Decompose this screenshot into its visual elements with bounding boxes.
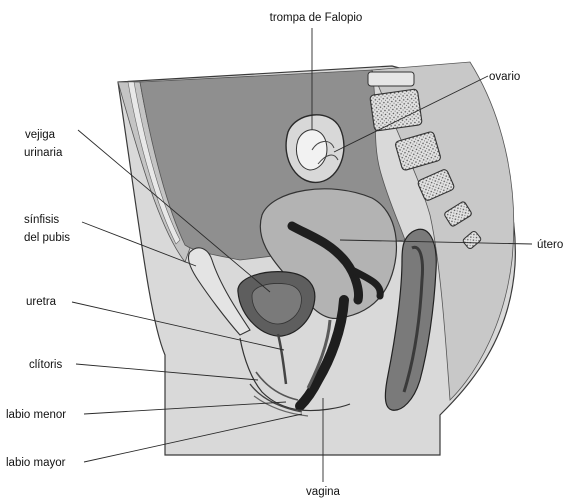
label-vejiga-line2: urinaria	[24, 147, 63, 159]
label-sinfisis-line2: del pubis	[24, 232, 70, 244]
label-vagina: vagina	[306, 486, 340, 498]
label-sinfisis-line1: sínfisis	[24, 214, 59, 226]
label-uretra: uretra	[26, 296, 57, 308]
label-labio-menor: labio menor	[6, 409, 66, 421]
label-vejiga-line1: vejiga	[25, 129, 56, 141]
label-clitoris: clítoris	[29, 359, 62, 371]
label-labio-mayor: labio mayor	[6, 457, 66, 469]
label-utero: útero	[537, 239, 563, 251]
label-trompa-de-falopio: trompa de Falopio	[270, 12, 363, 24]
ovary-and-tube	[286, 115, 344, 183]
label-ovario: ovario	[489, 71, 520, 83]
